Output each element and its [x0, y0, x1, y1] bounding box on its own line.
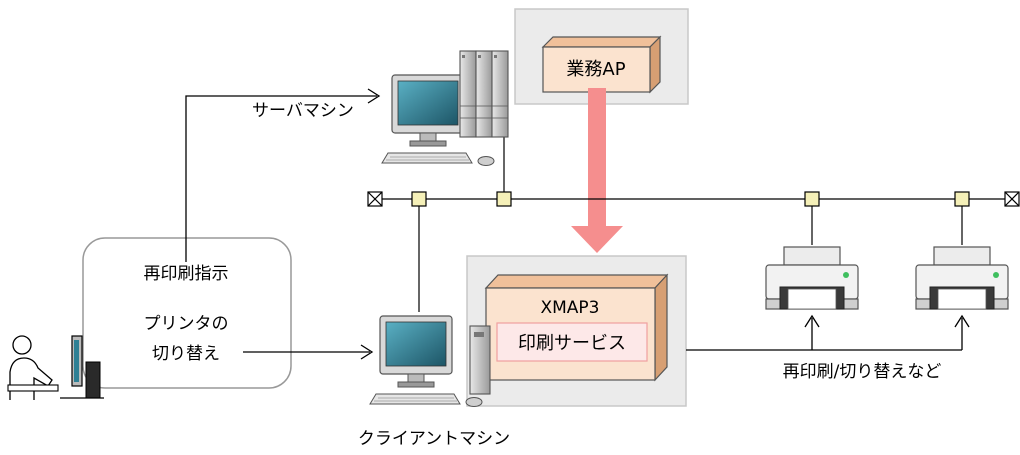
print-service-box — [496, 322, 648, 362]
xmap3-box: XMAP3 印刷サービス — [484, 273, 669, 382]
business-ap-box: 業務AP — [541, 35, 662, 94]
printer-switch-line2: 切り替え — [152, 344, 220, 364]
business-ap-label: 業務AP — [566, 59, 625, 80]
printer-icon — [765, 246, 859, 310]
client-pc-icon — [369, 315, 491, 408]
printer-icon — [915, 246, 1009, 310]
print-service-label: 印刷サービス — [518, 333, 626, 354]
deploy-arrow — [571, 88, 623, 253]
reprint-switch-label: 再印刷/切り替えなど — [783, 362, 942, 382]
xmap3-label: XMAP3 — [540, 298, 599, 318]
client-machine-label: クライアントマシン — [358, 429, 510, 449]
network-junction-icon — [954, 191, 970, 207]
printer-switch-line1: プリンタの — [144, 314, 229, 334]
server-icon — [381, 50, 509, 167]
network-junction-icon — [804, 191, 820, 207]
network-junction-icon — [411, 191, 427, 207]
terminator-icon-right — [1004, 191, 1020, 207]
user-at-desk-icon — [7, 335, 104, 400]
server-machine-label: サーバマシン — [252, 101, 354, 121]
network-junction-icon — [496, 191, 512, 207]
reprint-instruction-label: 再印刷指示 — [144, 264, 229, 284]
terminator-icon-left — [367, 191, 383, 207]
user-operation-box — [82, 237, 292, 389]
